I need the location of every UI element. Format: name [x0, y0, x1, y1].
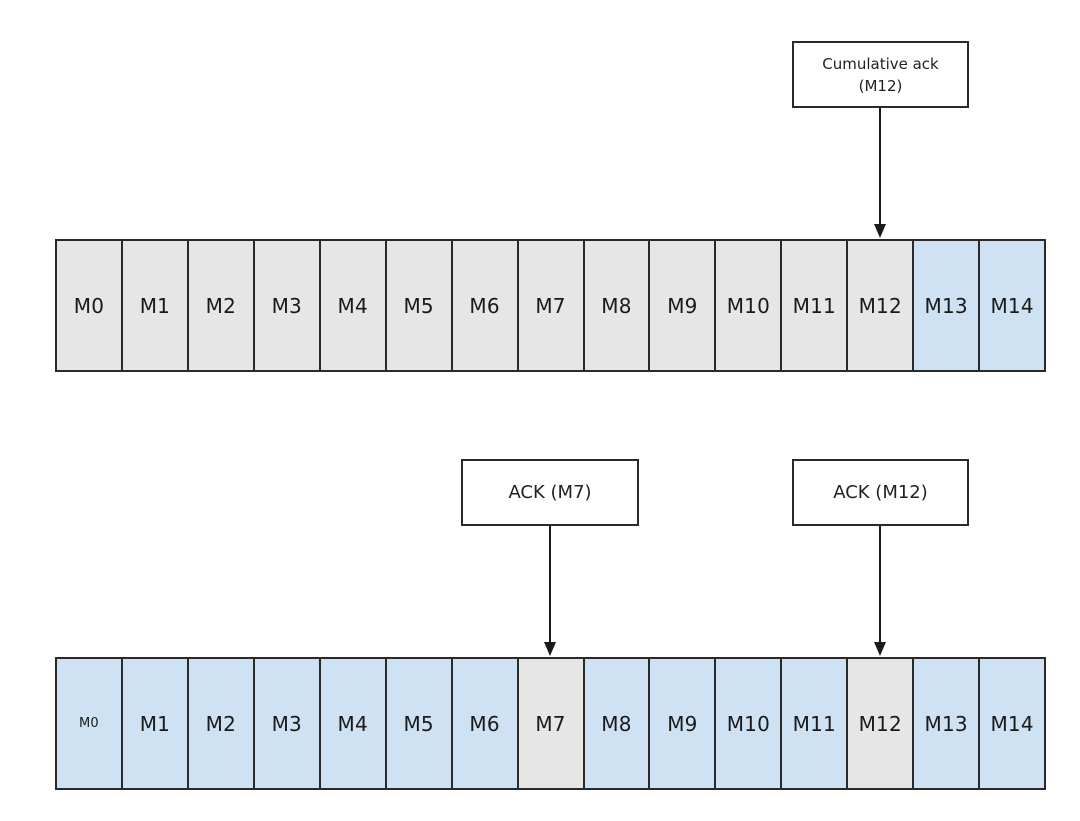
- cumulative-ack-message-row: M0 M1 M2 M3 M4 M5 M6 M7 M8 M9 M10 M11 M1…: [55, 239, 1046, 372]
- cumulative-ack-text: Cumulative ack: [822, 54, 939, 73]
- ack-m7-text: ACK (M7): [508, 482, 592, 503]
- message-cell: M0: [57, 659, 123, 788]
- message-cell: M1: [122, 241, 189, 370]
- message-cell: M4: [320, 659, 387, 788]
- message-cell: M11: [782, 241, 849, 370]
- message-cell: M10: [716, 659, 783, 788]
- cumulative-ack-label: Cumulative ack (M12): [792, 41, 969, 108]
- message-cell: M0: [57, 241, 123, 370]
- message-cell: M6: [452, 241, 519, 370]
- message-cell: M14: [980, 659, 1045, 788]
- message-cell: M6: [452, 659, 519, 788]
- message-cell: M8: [584, 659, 651, 788]
- message-cell: M1: [122, 659, 189, 788]
- message-cell: M14: [980, 241, 1045, 370]
- message-cell: M3: [254, 241, 321, 370]
- message-cell: M13: [914, 659, 981, 788]
- cumulative-ack-target: (M12): [858, 76, 903, 95]
- ack-m12-arrow: [874, 526, 886, 656]
- message-cell: M12: [848, 241, 915, 370]
- message-cell: M3: [254, 659, 321, 788]
- message-cell: M11: [782, 659, 849, 788]
- message-cell: M10: [716, 241, 783, 370]
- message-cell: M7: [518, 241, 585, 370]
- ack-m7-arrow: [544, 526, 556, 656]
- ack-m12-text: ACK (M12): [833, 482, 928, 503]
- message-cell: M5: [386, 241, 453, 370]
- message-cell: M7: [518, 659, 585, 788]
- message-cell: M13: [914, 241, 981, 370]
- individual-ack-message-row: M0 M1 M2 M3 M4 M5 M6 M7 M8 M9 M10 M11 M1…: [55, 657, 1046, 790]
- message-cell: M2: [188, 659, 255, 788]
- message-cell: M9: [650, 241, 717, 370]
- message-cell: M9: [650, 659, 717, 788]
- cumulative-ack-arrow: [874, 108, 886, 238]
- ack-m7-label: ACK (M7): [461, 459, 639, 526]
- message-cell: M2: [188, 241, 255, 370]
- message-cell: M5: [386, 659, 453, 788]
- message-cell: M8: [584, 241, 651, 370]
- message-cell: M4: [320, 241, 387, 370]
- ack-m12-label: ACK (M12): [792, 459, 969, 526]
- message-cell: M12: [848, 659, 915, 788]
